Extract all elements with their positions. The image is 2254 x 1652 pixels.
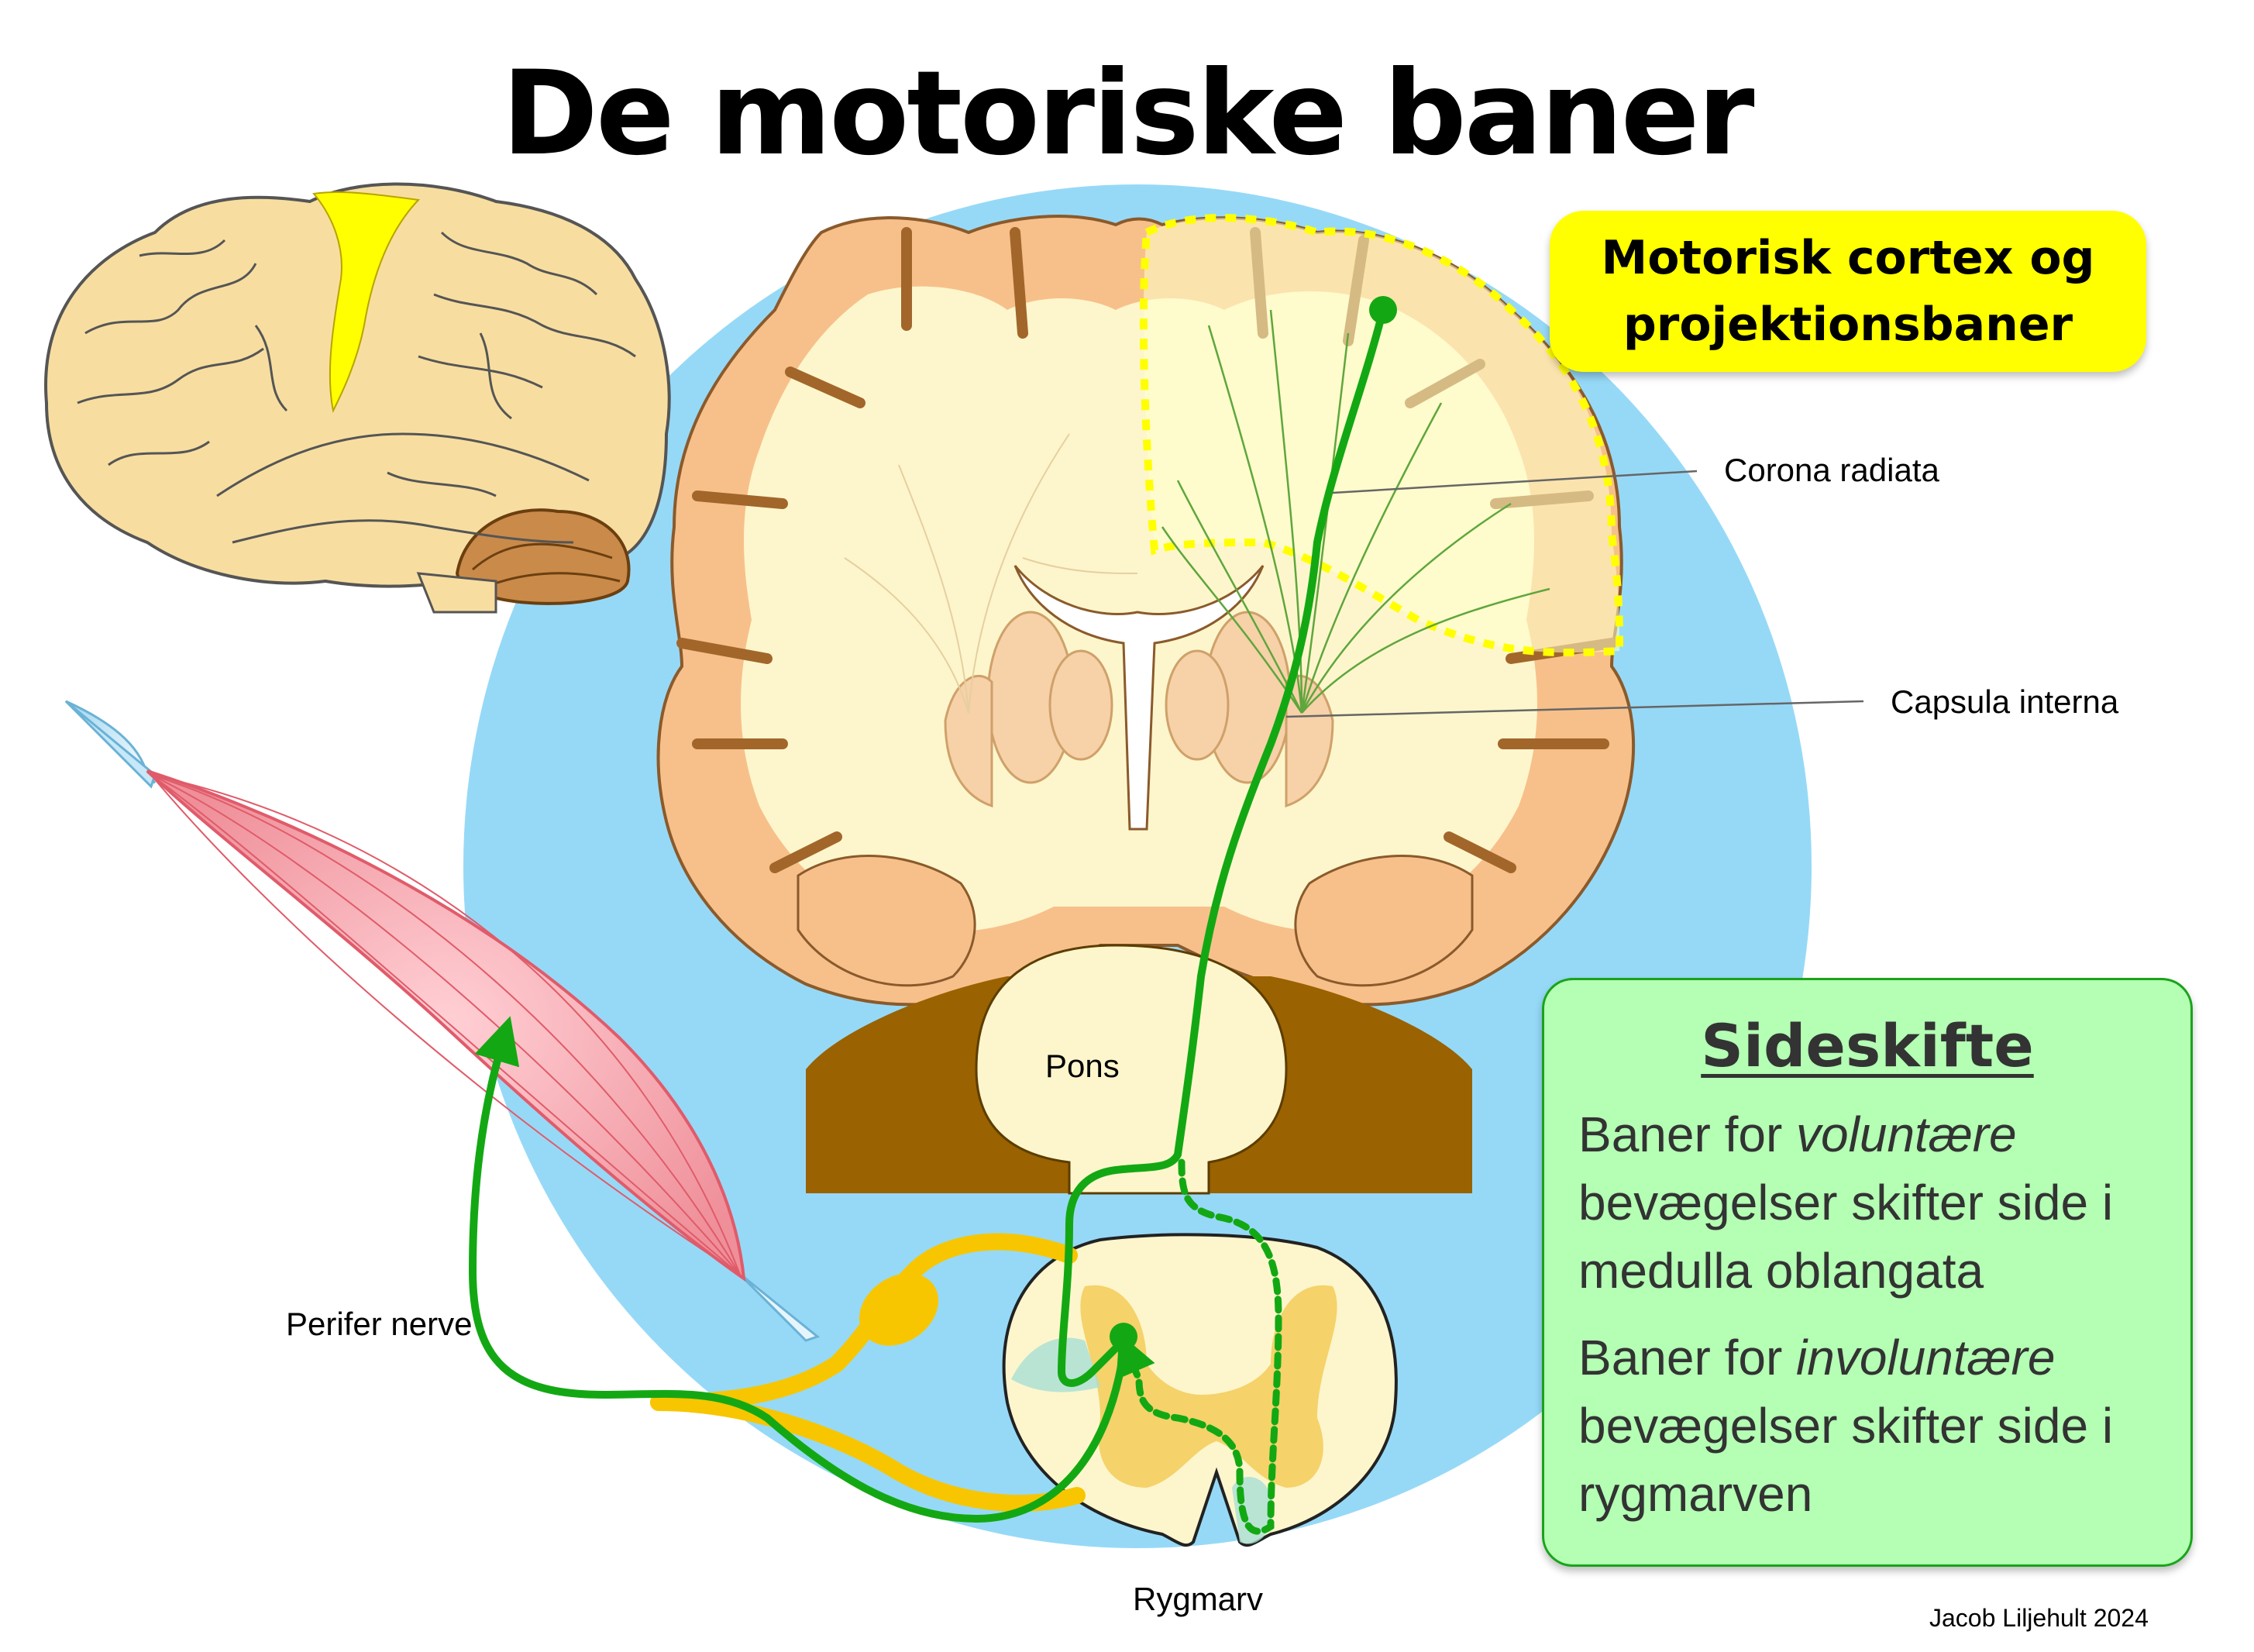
involuntary-motor-tract bbox=[1116, 1158, 1282, 1535]
pons-shape bbox=[975, 944, 1288, 1195]
cerebellum-shape bbox=[455, 508, 631, 605]
coronal-brain-section bbox=[656, 214, 1636, 1195]
upper-motor-neuron-body bbox=[1369, 296, 1397, 324]
callout-line-1: Motorisk cortex og bbox=[1601, 231, 2095, 285]
sideskifte-paragraph-involuntary: Baner for involuntære bevægelser skifter… bbox=[1578, 1323, 2156, 1528]
callout-line-2: projektionsbaner bbox=[1623, 298, 2073, 352]
lateral-ventricles bbox=[1013, 565, 1265, 831]
label-corona-radiata: Corona radiata bbox=[1724, 452, 1939, 488]
muscle-illustration bbox=[64, 700, 821, 1342]
para2-suffix: bevægelser skifter side i rygmarven bbox=[1578, 1398, 2114, 1522]
tendon-lower bbox=[735, 1269, 821, 1342]
muscle-belly bbox=[146, 769, 746, 1282]
para2-emphasis: involuntære bbox=[1796, 1330, 2056, 1385]
lateral-brain-illustration bbox=[44, 182, 671, 614]
page-title: De motoriske baner bbox=[501, 46, 1754, 181]
para1-suffix: bevægelser skifter side i medulla oblang… bbox=[1578, 1175, 2114, 1299]
voluntary-motor-tract bbox=[1057, 306, 1387, 1387]
capsula-interna-leader bbox=[1285, 700, 1864, 718]
label-perifer-nerve: Perifer nerve bbox=[286, 1306, 473, 1342]
lower-motor-axon bbox=[468, 1016, 1127, 1523]
para1-prefix: Baner for bbox=[1578, 1106, 1797, 1162]
label-pons: Pons bbox=[1045, 1048, 1120, 1084]
label-rygmarv: Rygmarv bbox=[1133, 1581, 1264, 1617]
motor-tracts bbox=[468, 296, 1397, 1535]
dorsal-root-ganglion bbox=[859, 1273, 939, 1346]
lower-motor-neuron-body bbox=[1110, 1323, 1137, 1351]
label-capsula-interna: Capsula interna bbox=[1891, 683, 2119, 720]
corona-radiata-leader bbox=[1332, 470, 1698, 494]
peripheral-nerve bbox=[650, 1233, 1086, 1512]
credit-text: Jacob Liljehult 2024 bbox=[1929, 1604, 2149, 1632]
sideskifte-paragraph-voluntary: Baner for voluntære bevægelser skifter s… bbox=[1578, 1100, 2156, 1305]
motor-strip-highlight bbox=[312, 191, 421, 414]
para2-prefix: Baner for bbox=[1578, 1330, 1797, 1385]
para1-emphasis: voluntære bbox=[1796, 1106, 2017, 1162]
sideskifte-heading: Sideskifte bbox=[1701, 1011, 2034, 1080]
motor-cortex-highlight bbox=[1139, 214, 1624, 657]
motor-cortex-callout: Motorisk cortex og projektionsbaner bbox=[1550, 211, 2146, 372]
sideskifte-box: Sideskifte Baner for voluntære bevægelse… bbox=[1542, 978, 2193, 1567]
